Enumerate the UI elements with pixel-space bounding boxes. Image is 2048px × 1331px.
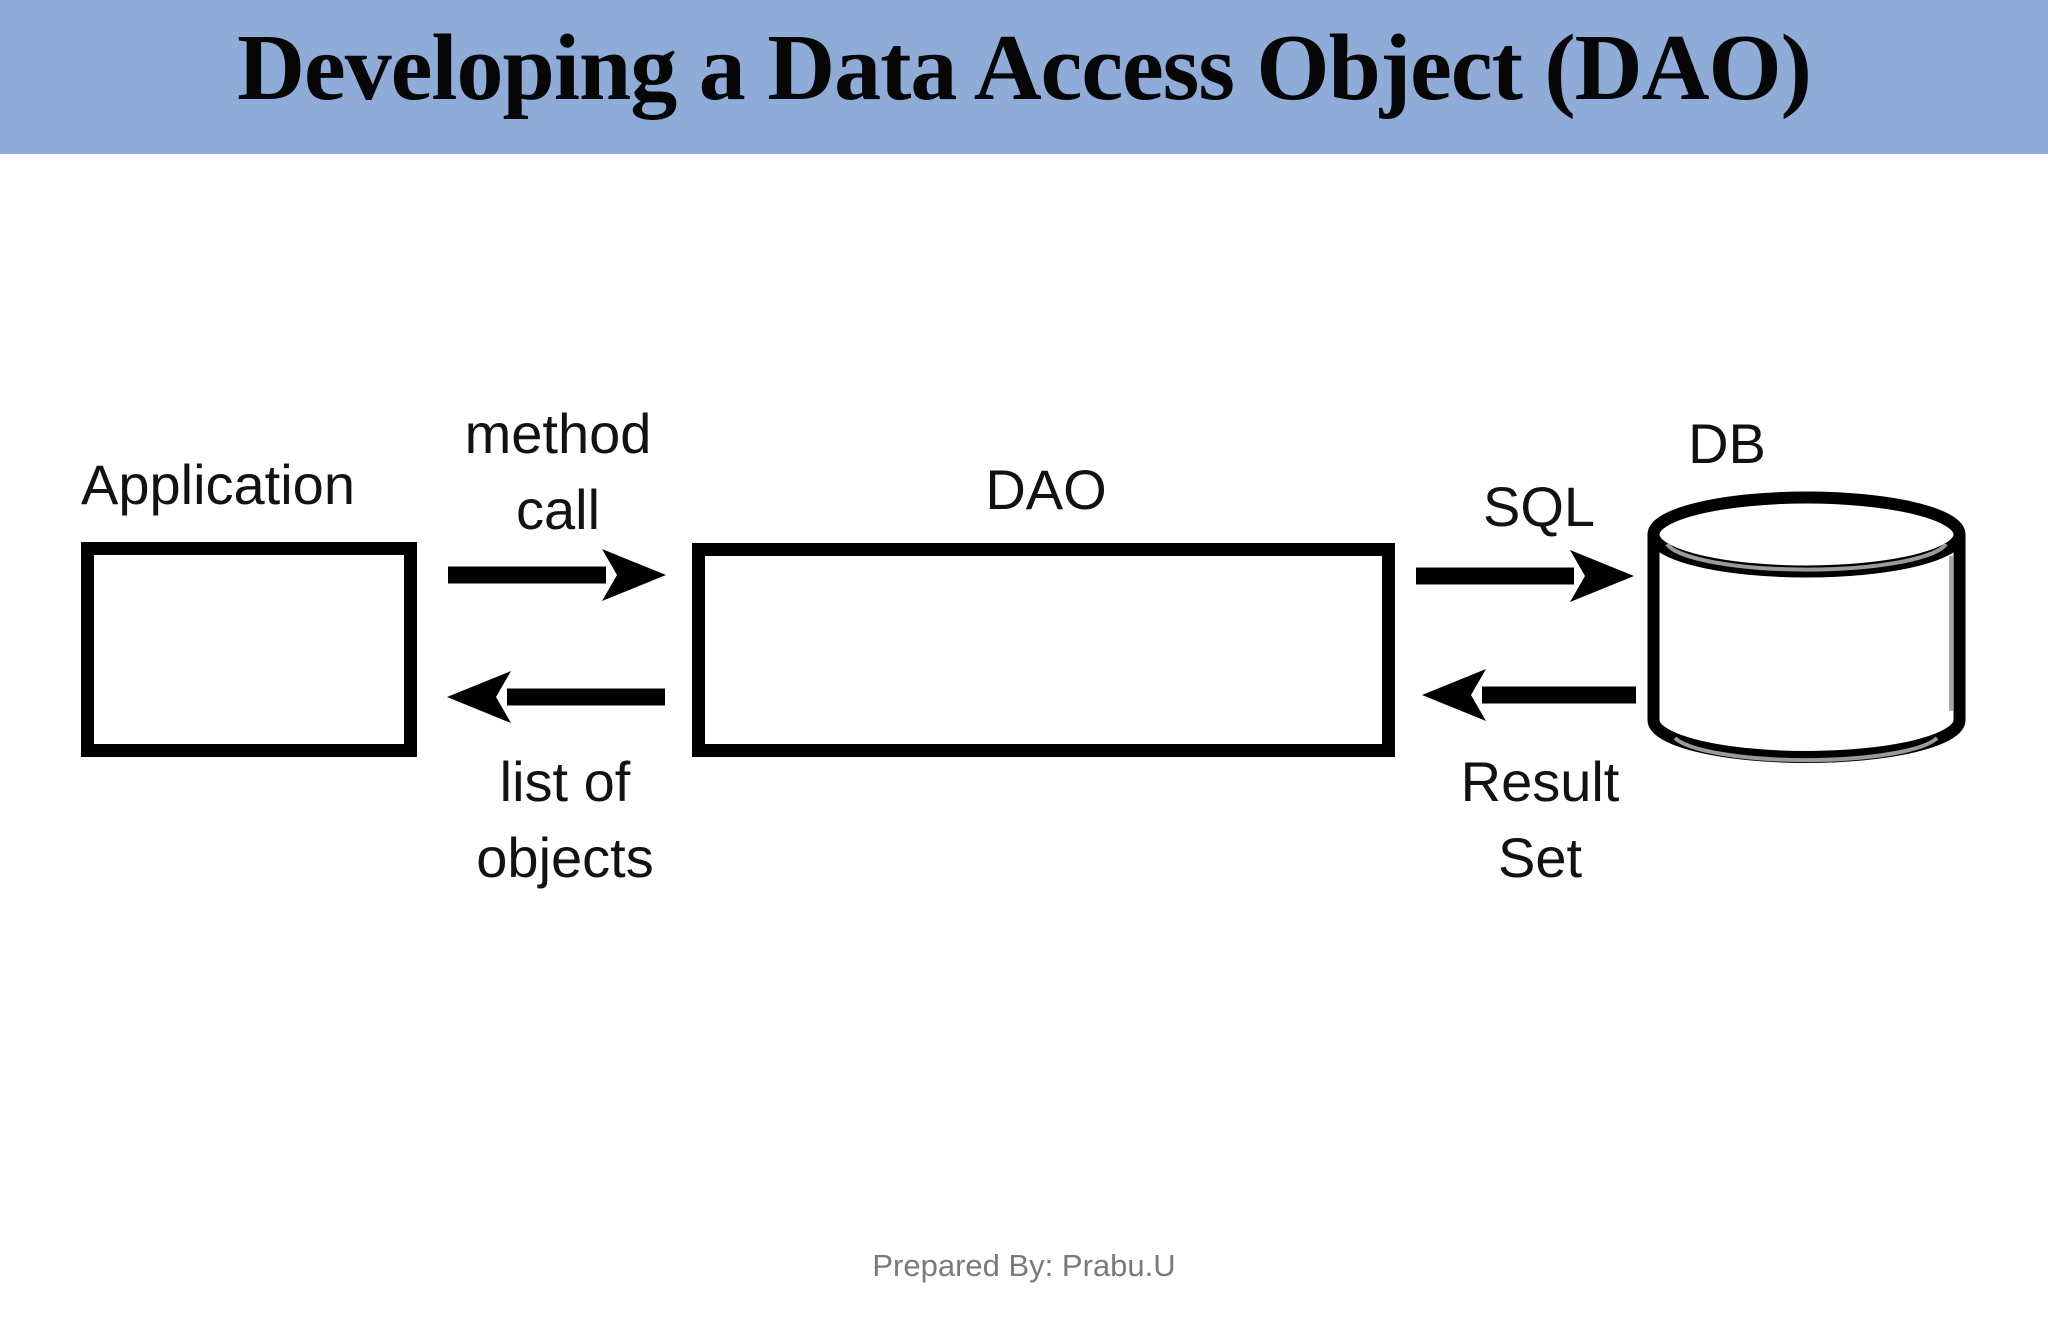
dao-diagram: Application method call DAO SQL DB list … xyxy=(0,154,2048,1246)
cylinder-body xyxy=(1647,534,1966,763)
method-call-label-line1: method xyxy=(464,402,652,465)
arrow-head-left xyxy=(1422,669,1486,721)
cylinder-bottom-shading xyxy=(1673,736,1939,763)
list-of-objects-label: list of objects xyxy=(476,744,653,896)
dao-box xyxy=(692,543,1395,757)
result-set-label-line1: Result xyxy=(1460,750,1620,813)
result-set-arrow-icon xyxy=(1422,669,1636,721)
arrow-head-right xyxy=(1570,550,1634,602)
list-of-objects-label-line1: list of xyxy=(499,750,631,813)
arrow-head-left xyxy=(447,671,511,723)
db-label: DB xyxy=(1688,412,1766,475)
list-of-objects-label-line2: objects xyxy=(476,826,654,889)
list-of-objects-arrow-icon xyxy=(447,671,665,723)
result-set-label-line2: Set xyxy=(1497,826,1583,889)
method-call-arrow-icon xyxy=(448,549,666,601)
footer: Prepared By: Prabu.U xyxy=(0,1246,2048,1286)
dao-label: DAO xyxy=(985,458,1107,521)
sql-label: SQL xyxy=(1482,475,1596,538)
slide-title: Developing a Data Access Object (DAO) xyxy=(237,16,1812,120)
method-call-label-line2: call xyxy=(515,478,601,541)
application-box xyxy=(81,542,417,757)
cylinder-rim-shading xyxy=(1665,542,1948,572)
method-call-label: method call xyxy=(465,396,652,548)
footer-credit: Prepared By: Prabu.U xyxy=(872,1248,1176,1283)
sql-arrow-icon xyxy=(1416,550,1634,602)
application-label: Application xyxy=(81,453,355,516)
title-band: Developing a Data Access Object (DAO) xyxy=(0,0,2048,154)
arrow-head-right xyxy=(602,549,666,601)
result-set-label: Result Set xyxy=(1461,744,1620,896)
database-cylinder-icon xyxy=(1647,491,1966,763)
